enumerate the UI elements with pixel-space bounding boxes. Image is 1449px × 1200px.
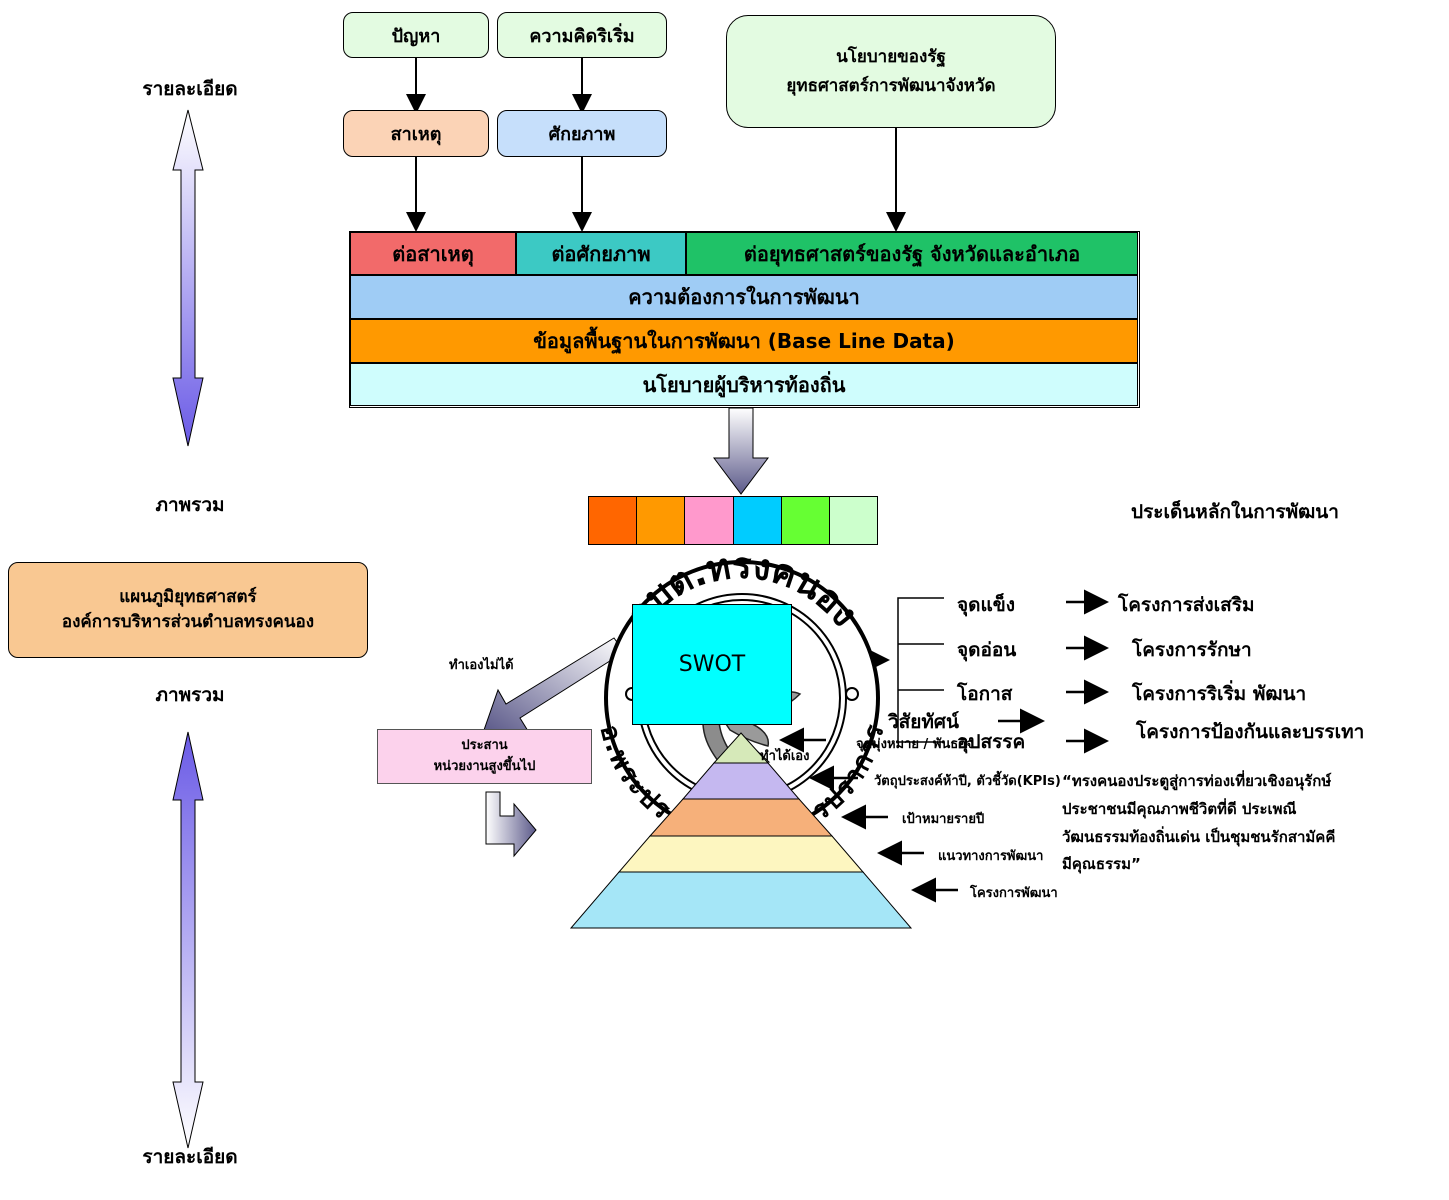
project-weakness: โครงการรักษา (1132, 639, 1252, 661)
can-do-label: ทำได้เอง (760, 749, 810, 764)
potential-box: ศักยภาพ (497, 110, 667, 157)
cannot-do-label: ทำเองไม่ได้ (449, 658, 514, 673)
double-arrow-lower (172, 731, 204, 1149)
pyramid-label-2: วัตถุประสงค์ห้าปี, ตัวชี้วัด(KPIs) (874, 774, 1061, 789)
coordinate-line-2: หน่วยงานสูงขึ้นไป (433, 758, 536, 774)
key-issue-cell (733, 497, 782, 544)
key-issue-cell (829, 497, 878, 544)
plan-line-1: แผนภูมิยุทธศาสตร์ (119, 586, 257, 607)
pyramid-label-5: โครงการพัฒนา (970, 886, 1058, 901)
vision-line-1: “ทรงคนองประตูสู่การท่องเที่ยวเชิงอนุรักษ… (1062, 772, 1332, 790)
problem-box: ปัญหา (343, 12, 489, 58)
detail-label-bottom: รายละเอียด (142, 1146, 238, 1168)
coordinate-line-1: ประสาน (461, 737, 508, 753)
key-issue-cell (685, 497, 734, 544)
vision-line-3: วัฒนธรรมท้องถิ่นเด่น เป็นชุมชนรักสามัคคี (1062, 827, 1336, 846)
swot-bracket (897, 597, 944, 743)
project-opportunity: โครงการริเริ่ม พัฒนา (1132, 683, 1307, 705)
overview-label-2: ภาพรวม (155, 684, 225, 706)
bands-block: ต่อสาเหตุ ต่อศักยภาพ ต่อยุทธศาสตร์ของรัฐ… (349, 231, 1140, 408)
double-arrow-upper (172, 109, 204, 447)
key-issue-cell (781, 497, 830, 544)
detail-label-top: รายละเอียด (142, 78, 238, 100)
band-to-potential: ต่อศักยภาพ (516, 232, 686, 275)
swot-box: SWOT (632, 604, 792, 725)
band-to-strategy: ต่อยุทธศาสตร์ของรัฐ จังหวัดและอำเภอ (686, 232, 1138, 275)
project-strength: โครงการส่งเสริม (1118, 594, 1255, 616)
factor-strength: จุดแข็ง (957, 594, 1015, 616)
vision-text: “ทรงคนองประตูสู่การท่องเที่ยวเชิงอนุรักษ… (1062, 768, 1442, 879)
diagonal-arrow (483, 637, 625, 732)
key-issue-cell (637, 497, 686, 544)
initiative-box: ความคิดริเริ่ม (497, 12, 667, 58)
vision-line-4: มีคุณธรรม” (1062, 855, 1141, 874)
vision-line-2: ประชาชนมีคุณภาพชีวิตที่ดี ประเพณี (1062, 799, 1297, 818)
factor-opportunity: โอกาส (957, 683, 1013, 705)
factor-weakness: จุดอ่อน (957, 639, 1017, 661)
cause-box: สาเหตุ (343, 110, 489, 157)
pyramid-label-4: แนวทางการพัฒนา (938, 849, 1044, 864)
key-issues-label: ประเด็นหลักในการพัฒนา (1131, 501, 1339, 523)
strategy-plan-box: แผนภูมิยุทธศาสตร์ องค์การบริหารส่วนตำบลท… (8, 562, 368, 658)
l-arrow (485, 791, 537, 858)
policy-line-1: นโยบายของรัฐ (836, 46, 946, 67)
pyramid-level-5-shape (569, 871, 913, 929)
band-needs: ความต้องการในการพัฒนา (350, 275, 1138, 319)
key-issue-cell (589, 497, 638, 544)
band-to-cause: ต่อสาเหตุ (350, 232, 516, 275)
state-policy-box: นโยบายของรัฐ ยุทธศาสตร์การพัฒนาจังหวัด (726, 15, 1056, 128)
vision-label: วิสัยทัศน์ (888, 711, 959, 733)
key-issues-strip (588, 496, 878, 545)
big-down-arrow (713, 407, 769, 495)
policy-line-2: ยุทธศาสตร์การพัฒนาจังหวัด (786, 75, 996, 96)
project-threat: โครงการป้องกันและบรรเทา (1136, 721, 1365, 743)
pyramid-label-1: จุดมุ่งหมาย / พันธกิจ (856, 737, 974, 752)
pyramid (569, 732, 913, 929)
pyramid-level-4-shape (617, 835, 865, 873)
band-baseline: ข้อมูลพื้นฐานในการพัฒนา (Base Line Data) (350, 319, 1138, 363)
pyramid-label-3: เป้าหมายรายปี (902, 812, 985, 827)
overview-label-1: ภาพรวม (155, 494, 225, 516)
band-local-policy: นโยบายผู้บริหารท้องถิ่น (350, 363, 1138, 406)
coordinate-box: ประสาน หน่วยงานสูงขึ้นไป (377, 729, 592, 784)
plan-line-2: องค์การบริหารส่วนตำบลทรงคนอง (61, 612, 315, 632)
factor-threat: อุปสรรค (957, 731, 1026, 753)
